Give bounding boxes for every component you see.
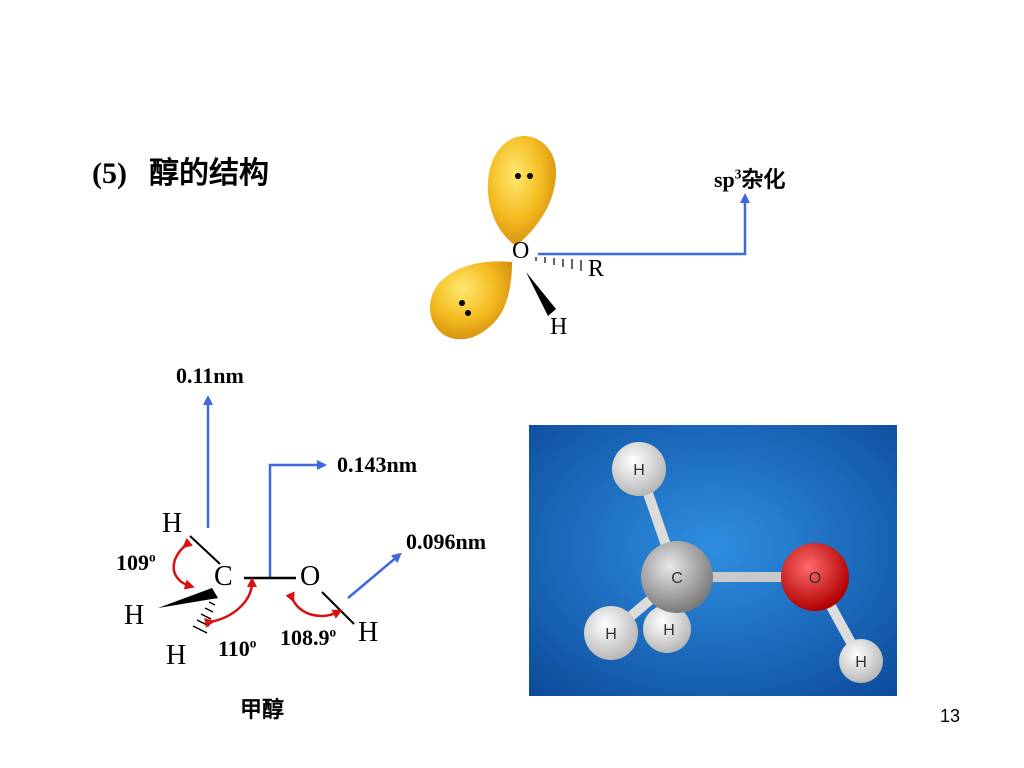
angle-hch: 109o [116, 550, 156, 576]
bond-length-oh: 0.096nm [406, 529, 487, 554]
angle-arrow-coh [285, 591, 343, 619]
atom-h-bottom: H [166, 640, 187, 671]
slide-title: (5) 醇的结构 [92, 148, 269, 192]
angle-hch-degree: o [149, 549, 156, 565]
hybrid-sup: 3 [734, 166, 742, 182]
lone-pair-dot [459, 300, 465, 306]
hybrid-base: sp [714, 167, 735, 192]
angle-coh-value: 108.9 [280, 625, 330, 650]
ball-label-h-left: H [605, 626, 617, 643]
ball-and-stick-model: H C O H H H [529, 425, 897, 696]
angle-arrow-hch [172, 537, 195, 590]
atom-h-hydroxyl: H [358, 617, 379, 648]
sp3-arrow [538, 193, 750, 256]
angle-arrow-hco [204, 577, 257, 628]
ball-label-c: C [671, 570, 683, 587]
ball-label-h-top: H [633, 462, 645, 479]
orbital-lobe-lower [429, 261, 512, 340]
lone-pair-dot [527, 173, 533, 179]
ball-label-o: O [809, 570, 821, 587]
wedge-bond-o-h [526, 272, 556, 316]
page-number: 13 [939, 706, 960, 726]
bond-length-co: 0.143nm [337, 452, 418, 477]
ball-label-h-mid: H [663, 622, 675, 639]
hashed-bond-o-r [535, 257, 582, 271]
lone-pair-dot [465, 310, 471, 316]
ball-h-left [584, 606, 638, 660]
atom-h-orbital: H [550, 314, 568, 340]
lone-pair-dot [515, 173, 521, 179]
arrow-co-length [268, 460, 327, 578]
title-text: 醇的结构 [148, 157, 269, 190]
angle-hco: 110o [218, 636, 256, 662]
ball-oxygen [781, 543, 849, 611]
angle-hch-value: 109 [116, 550, 149, 575]
atom-r-orbital: R [588, 256, 605, 282]
ball-h-top [612, 442, 666, 496]
angle-coh: 108.9o [280, 625, 336, 651]
bond-length-ch: 0.11nm [176, 363, 244, 388]
atom-h-left: H [124, 600, 145, 631]
atom-c: C [214, 561, 233, 592]
angle-coh-degree: o [329, 624, 337, 640]
wedge-bond-c-h-left [158, 588, 218, 608]
orbital-lobe-upper [487, 136, 556, 246]
atom-o: O [300, 561, 321, 592]
bond-c-h-top [189, 535, 221, 565]
angle-hco-degree: o [249, 635, 257, 651]
section-number: (5) [92, 157, 127, 190]
ball-h-hydroxyl [839, 639, 883, 683]
atom-o-orbital: O [512, 238, 530, 264]
angle-hco-value: 110 [218, 636, 250, 661]
arrow-oh-length [347, 552, 402, 599]
ball-h-mid [643, 605, 691, 653]
hybrid-suffix: 杂化 [741, 168, 786, 193]
atom-h-top: H [162, 508, 183, 539]
hybridization-label: sp3杂化 [714, 162, 785, 194]
ball-carbon [641, 541, 713, 613]
compound-name: 甲醇 [240, 698, 285, 723]
ball-label-h-hydroxyl: H [855, 654, 867, 671]
